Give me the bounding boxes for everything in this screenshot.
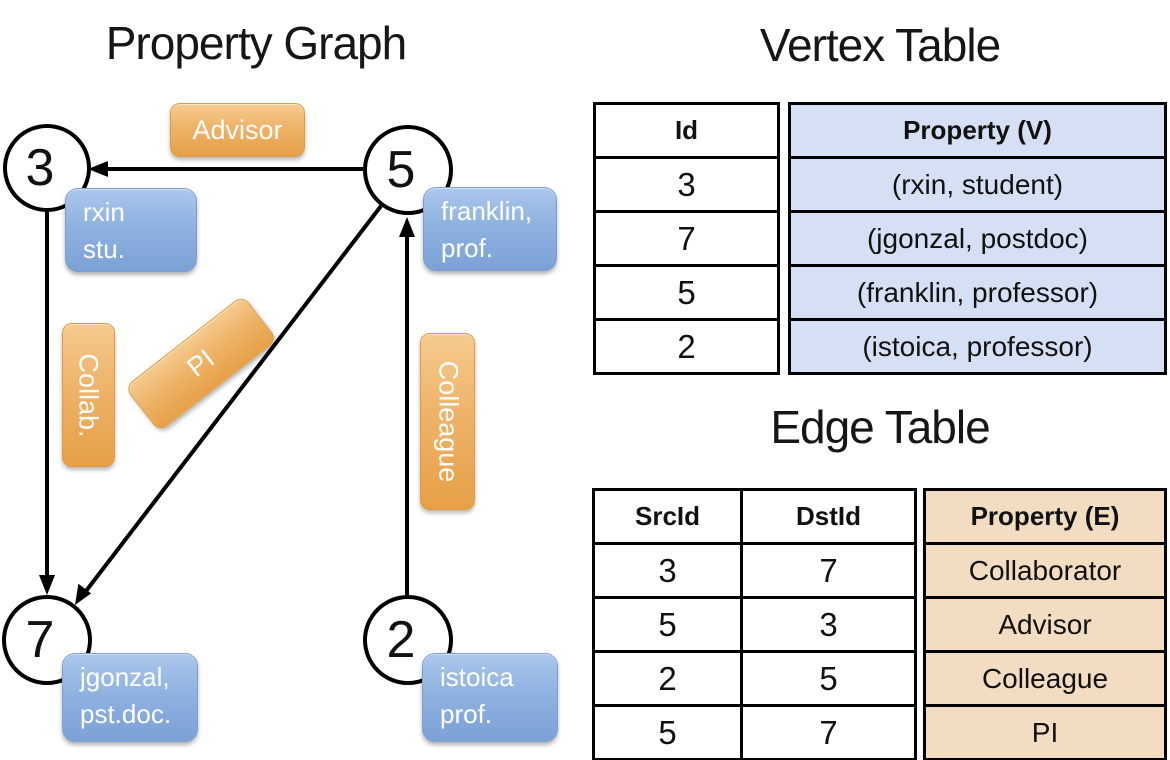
edge-label-collab: Collab.: [62, 323, 115, 467]
edge-table-header-dstid: DstId: [740, 488, 917, 545]
property-graph-title: Property Graph: [105, 17, 407, 69]
edge-label-text: Colleague: [433, 360, 463, 483]
edge-table-cell: 5: [740, 650, 917, 707]
vertex-box-jgonzal: jgonzal, pst.doc.: [62, 653, 198, 742]
vertex-box-line: istoica: [440, 662, 514, 692]
vertex-table-cell: (franklin, professor): [788, 264, 1167, 321]
vertex-box-rxin: rxin stu.: [65, 188, 197, 272]
edge-label-text: Collab.: [74, 352, 105, 438]
vertex-table-cell: 7: [593, 210, 780, 267]
vertex-table-cell: (rxin, student): [788, 156, 1167, 213]
graph-node-2: 2: [363, 595, 453, 685]
vertex-box-line: stu.: [83, 234, 125, 264]
edge-table-cell: Colleague: [923, 650, 1167, 707]
edge-table-cell: Advisor: [923, 596, 1167, 653]
vertex-table-cell: (jgonzal, postdoc): [788, 210, 1167, 267]
vertex-table-cell: (istoica, professor): [788, 318, 1167, 375]
edge-arrow-advisor: [88, 161, 363, 177]
edge-table-cell: 5: [592, 596, 743, 653]
vertex-table-cell: 3: [593, 156, 780, 213]
edge-arrow-pi: [75, 204, 383, 605]
graph-edges-layer: [39, 161, 415, 605]
edge-arrow-colleague: [399, 217, 415, 595]
edge-table-cell: Collaborator: [923, 542, 1167, 599]
vertex-table-cell: 2: [593, 318, 780, 375]
edge-table-cell: 5: [592, 704, 743, 760]
edge-table-title: Edge Table: [770, 401, 990, 453]
edge-table-cell: PI: [923, 704, 1167, 760]
edge-table-cell: 3: [740, 596, 917, 653]
node-id-label: 7: [25, 611, 55, 669]
edge-label-advisor: Advisor: [170, 103, 305, 157]
vertex-table-property-column: Property (V) (rxin, student) (jgonzal, p…: [788, 102, 1167, 375]
edge-table-property-column: Property (E) Collaborator Advisor Collea…: [923, 488, 1167, 760]
edge-table-cell: 2: [592, 650, 743, 707]
node-id-label: 2: [386, 611, 416, 669]
vertex-table-title: Vertex Table: [759, 19, 1001, 71]
node-id-label: 3: [25, 139, 55, 197]
vertex-box-line: prof.: [440, 699, 493, 729]
edge-label-text: PI: [181, 343, 220, 383]
edge-table-id-columns: SrcId DstId 3 7 5 3 2 5 5 7: [592, 488, 917, 760]
vertex-box-istoica: istoica prof.: [422, 653, 558, 742]
edge-label-text: Advisor: [192, 114, 283, 145]
vertex-box-franklin: franklin, prof.: [423, 187, 557, 271]
edge-arrow-collab: [39, 212, 55, 595]
vertex-box-line: franklin,: [441, 196, 533, 226]
edge-label-colleague: Colleague: [420, 333, 475, 510]
vertex-box-line: pst.doc.: [80, 699, 172, 729]
edge-table-cell: 3: [592, 542, 743, 599]
edge-table-header-property: Property (E): [923, 488, 1167, 545]
edge-table-cell: 7: [740, 704, 917, 760]
vertex-table-cell: 5: [593, 264, 780, 321]
vertex-box-line: prof.: [441, 233, 494, 263]
edge-table-header-srcid: SrcId: [592, 488, 743, 545]
vertex-table-header-property: Property (V): [788, 102, 1167, 159]
vertex-table-header-id: Id: [593, 102, 780, 159]
vertex-box-line: jgonzal,: [80, 662, 170, 692]
edge-table-cell: 7: [740, 542, 917, 599]
vertex-table-id-column: Id 3 7 5 2: [593, 102, 780, 375]
node-id-label: 5: [386, 141, 416, 199]
vertex-box-line: rxin: [83, 197, 125, 227]
